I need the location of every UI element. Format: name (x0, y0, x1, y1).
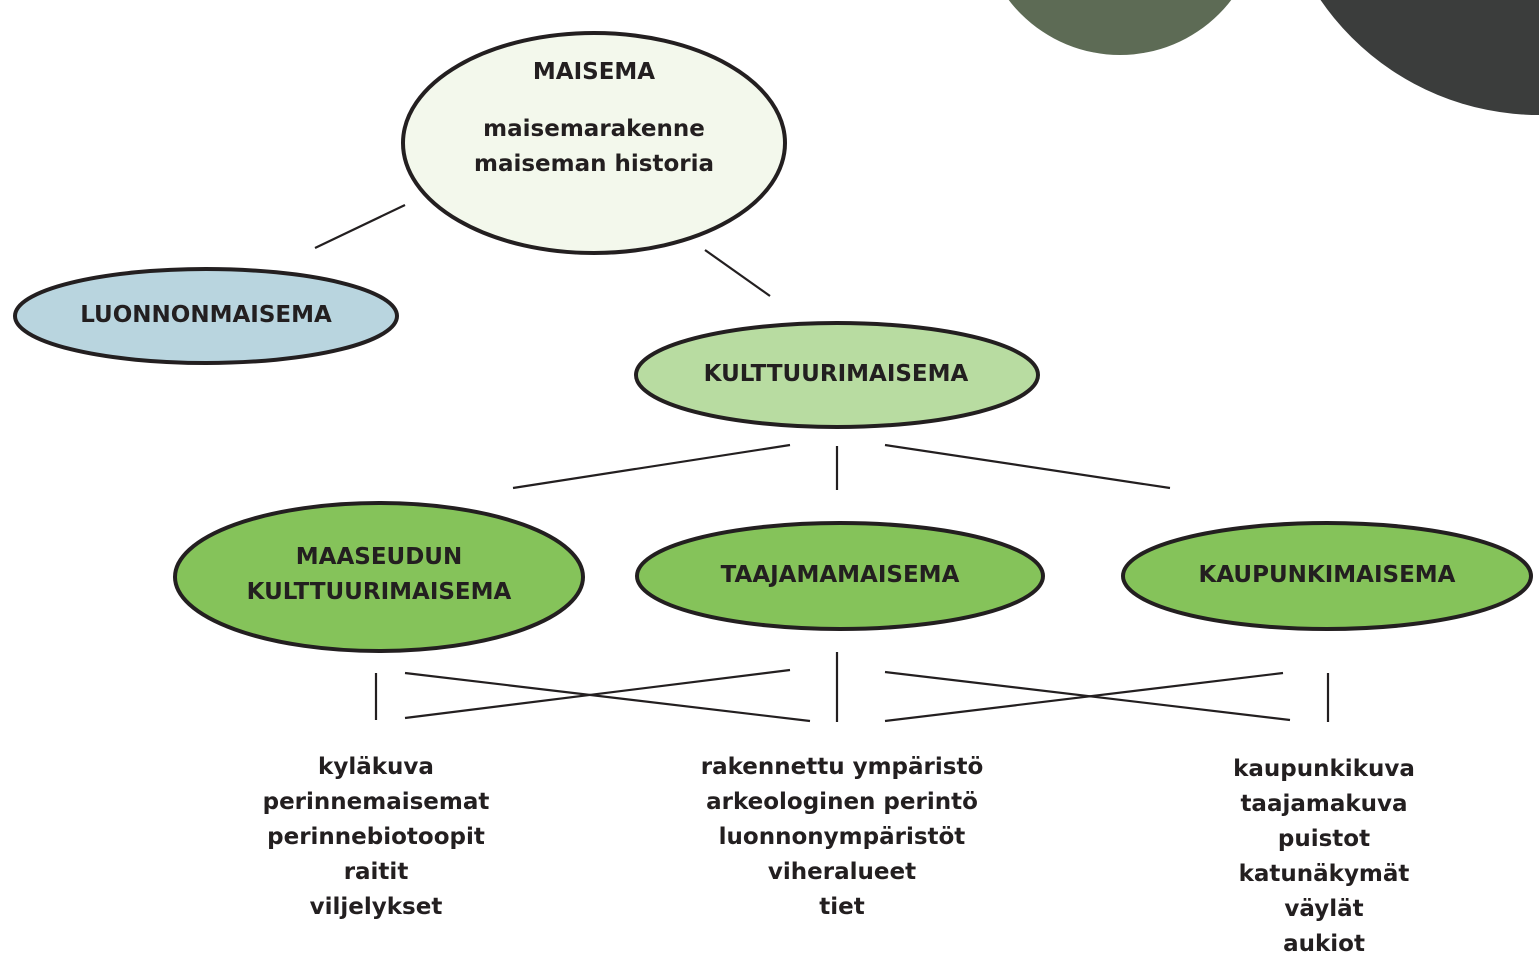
maisema-node (401, 31, 787, 255)
kaupunkimaisema-label: KAUPUNKIMAISEMA (1198, 562, 1456, 588)
maisema-text: MAISEMA maisemarakenne maiseman historia (434, 55, 754, 182)
list-item: arkeologinen perintö (706, 789, 978, 815)
connector-kulttuuri-kaupunki (884, 443, 1171, 490)
list-item: viheralueet (767, 859, 917, 885)
connector-kulttuuri-maaseudun (512, 443, 791, 490)
luonnonmaisema-label: LUONNONMAISEMA (80, 302, 332, 328)
connector-maisema-luonnon (314, 204, 406, 249)
maisema-title: MAISEMA (532, 59, 656, 85)
luonnonmaisema-node (13, 267, 399, 365)
maisema-line-2: maiseman historia (473, 151, 715, 177)
list-item: tiet (819, 894, 865, 920)
connector-maaseudun-middle-list (404, 671, 811, 723)
list-item: perinnebiotoopit (267, 824, 485, 850)
right-list: kaupunkikuva taajamakuva puistot katunäk… (1174, 752, 1474, 962)
list-item: katunäkymät (1238, 861, 1410, 887)
kulttuurimaisema-label: KULTTUURIMAISEMA (703, 361, 969, 387)
list-item: puistot (1277, 826, 1371, 852)
connector-taajama-left-list (404, 668, 791, 720)
taajamamaisema-label: TAAJAMAMAISEMA (720, 562, 960, 588)
list-item: rakennettu ympäristö (700, 754, 984, 780)
landscape-photo-left (1008, 0, 1232, 55)
list-item: väylät (1284, 896, 1364, 922)
list-item: kyläkuva (318, 754, 434, 780)
list-item: raitit (343, 859, 409, 885)
maisema-line-1: maisemarakenne (483, 116, 705, 142)
list-item: viljelykset (309, 894, 443, 920)
maaseudun-text: MAASEUDUN KULTTUURIMAISEMA (179, 540, 579, 610)
middle-list: rakennettu ympäristö arkeologinen perint… (662, 750, 1022, 925)
kulttuurimaisema-node (634, 321, 1040, 429)
list-item: taajamakuva (1240, 791, 1408, 817)
list-item: luonnonympäristöt (718, 824, 966, 850)
maaseudun-line-1: MAASEUDUN (295, 544, 463, 570)
maaseudun-kulttuurimaisema-node (173, 501, 585, 653)
taajamamaisema-node (635, 521, 1045, 631)
landscape-photo-right (1320, 0, 1539, 115)
kaupunkimaisema-node (1121, 521, 1533, 631)
connector-lines (314, 204, 1330, 723)
connector-maisema-kulttuuri (704, 249, 771, 297)
maaseudun-line-2: KULTTUURIMAISEMA (246, 579, 512, 605)
list-item: perinnemaisemat (262, 789, 490, 815)
left-list: kyläkuva perinnemaisemat perinnebiotoopi… (226, 750, 526, 925)
list-item: kaupunkikuva (1233, 756, 1415, 782)
list-item: aukiot (1283, 931, 1365, 957)
connector-kaupunki-middle-list (884, 671, 1284, 723)
